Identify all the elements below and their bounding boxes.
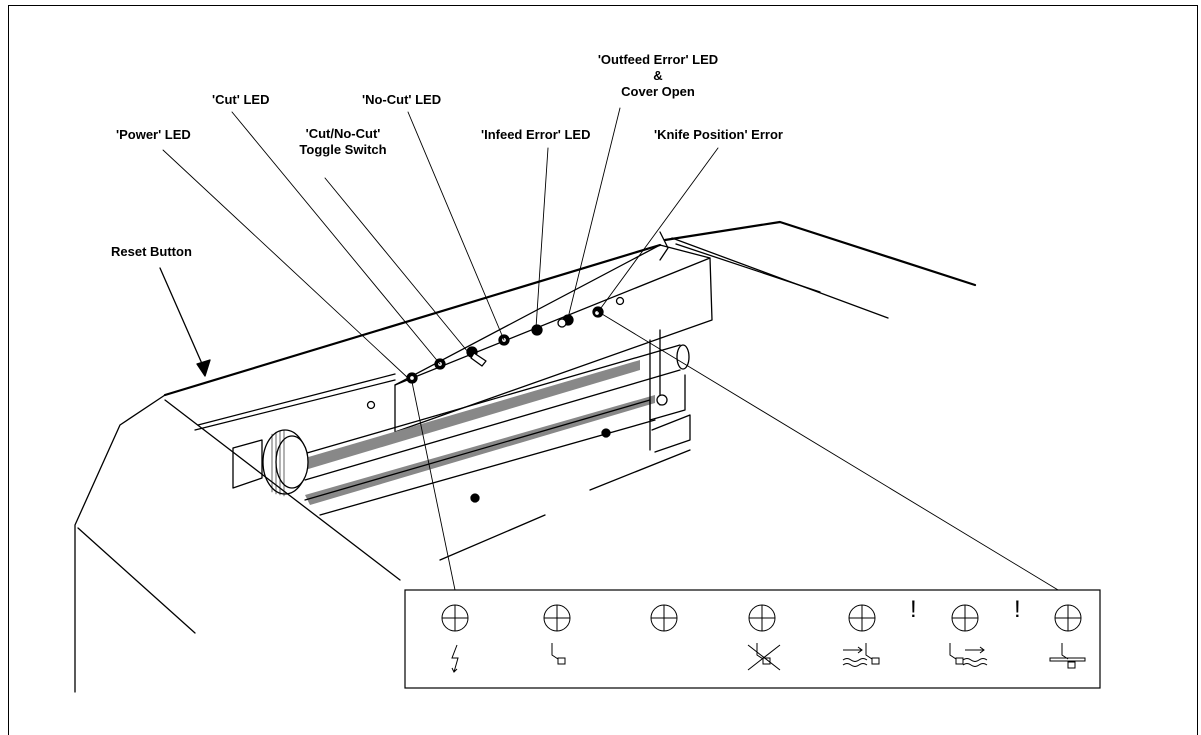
panel-led-1 xyxy=(441,604,469,632)
screw-1 xyxy=(366,400,376,410)
hole-1 xyxy=(470,493,480,503)
housing-edge xyxy=(164,399,401,581)
label-outfeed-line3: Cover Open xyxy=(621,84,695,99)
label-toggle-line1: 'Cut/No-Cut' xyxy=(305,126,381,141)
label-knife-position: 'Knife Position' Error xyxy=(654,127,783,142)
top-cover-inner2 xyxy=(194,379,396,431)
label-reset-button: Reset Button xyxy=(111,244,192,259)
leader-outfeed xyxy=(567,107,621,319)
panel-led-3 xyxy=(650,604,678,632)
led-strip xyxy=(394,257,713,433)
label-power-led: 'Power' LED xyxy=(116,127,191,142)
chassis-bracket xyxy=(649,339,686,421)
right-cover-fold xyxy=(659,231,669,261)
nut xyxy=(656,394,668,406)
label-toggle-switch: 'Cut/No-Cut' Toggle Switch xyxy=(288,126,398,158)
leader-infeed xyxy=(535,147,549,329)
housing-left-outline xyxy=(74,394,166,693)
label-infeed-led: 'Infeed Error' LED xyxy=(481,127,591,142)
roller-bottom xyxy=(304,369,681,481)
led-infeed-dot xyxy=(531,324,543,336)
roller-end xyxy=(676,344,690,370)
led-strip-top xyxy=(394,244,711,386)
knife-icon xyxy=(551,643,566,665)
knob-hatch xyxy=(271,429,285,497)
knife-crossed-icon xyxy=(747,643,781,671)
right-cover-inner2 xyxy=(675,243,821,293)
roller-top xyxy=(299,344,681,456)
lower-shadow xyxy=(305,395,655,505)
label-outfeed-line2: & xyxy=(653,68,663,83)
diagram-frame xyxy=(8,5,1198,735)
infeed-arrow-knife-icon xyxy=(842,643,880,667)
panel-led-4 xyxy=(748,604,776,632)
knob-face xyxy=(275,435,309,489)
hole-2 xyxy=(601,428,611,438)
chassis-front2 xyxy=(319,419,656,516)
leader-cut xyxy=(231,111,441,365)
housing-left-diagonal xyxy=(77,527,196,634)
led-outfeed-dot xyxy=(557,314,574,328)
knife-position-icon xyxy=(1049,643,1086,669)
leader-nocut xyxy=(407,111,505,341)
right-cover-top xyxy=(663,220,977,287)
warning-glyph-2: ! xyxy=(1014,596,1021,623)
top-cover-edge xyxy=(163,243,662,397)
leader-toggle xyxy=(324,177,469,353)
chassis-right xyxy=(651,414,691,453)
chassis-bottom2 xyxy=(589,449,691,491)
leader-power xyxy=(162,149,409,379)
label-outfeed-line1: 'Outfeed Error' LED xyxy=(597,52,719,67)
panel-led-5 xyxy=(848,604,876,632)
chassis-bottom xyxy=(439,514,546,561)
led-power-dot xyxy=(406,372,418,384)
label-cut-led: 'Cut' LED xyxy=(212,92,270,107)
leader-panel-power xyxy=(411,381,456,591)
panel-led-7 xyxy=(1054,604,1082,632)
panel-led-6 xyxy=(951,604,979,632)
top-cover-inner xyxy=(197,373,396,426)
leader-panel-knife xyxy=(601,313,1069,597)
reset-arrowhead xyxy=(196,359,211,377)
roller-shadow xyxy=(305,360,640,470)
toggle-switch-shape xyxy=(466,346,487,367)
knife-outfeed-arrow-icon xyxy=(949,643,988,667)
lightning-bolt-icon xyxy=(451,644,459,673)
symbol-panel xyxy=(404,589,1101,689)
reset-arrow-line xyxy=(159,267,204,367)
panel-led-2 xyxy=(543,604,571,632)
screw-2 xyxy=(615,296,625,306)
warning-glyph-1: ! xyxy=(910,596,917,623)
label-outfeed-cover: 'Outfeed Error' LED & Cover Open xyxy=(578,52,738,100)
leader-knife xyxy=(597,147,719,313)
label-nocut-led: 'No-Cut' LED xyxy=(362,92,442,107)
label-toggle-line2: Toggle Switch xyxy=(299,142,387,157)
